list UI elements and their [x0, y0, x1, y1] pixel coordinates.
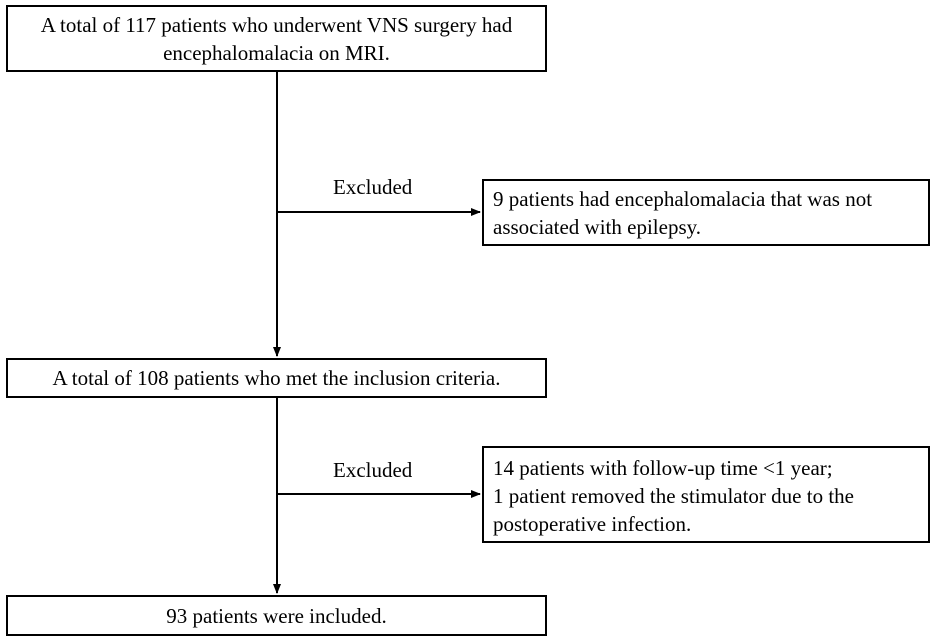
step2-line-1: A total of 108 patients who met the incl…	[52, 366, 501, 390]
exclusion2-label: Excluded	[333, 458, 413, 482]
step1-line-2: encephalomalacia on MRI.	[163, 41, 390, 65]
step2-box: A total of 108 patients who met the incl…	[6, 358, 547, 398]
exclusion1-box: 9 patients had encephalomalacia that was…	[482, 179, 930, 246]
exclusion2-line-3: postoperative infection.	[493, 512, 692, 536]
exclusion2-line-1: 14 patients with follow-up time <1 year;	[493, 456, 833, 480]
step1-line-1: A total of 117 patients who underwent VN…	[40, 13, 513, 37]
exclusion1-label: Excluded	[333, 175, 413, 199]
step1-box: A total of 117 patients who underwent VN…	[6, 5, 547, 72]
exclusion1-line-1: 9 patients had encephalomalacia that was…	[493, 187, 873, 211]
step3-box: 93 patients were included.	[6, 595, 547, 636]
exclusion2-box: 14 patients with follow-up time <1 year;…	[482, 446, 930, 543]
exclusion1-line-2: associated with epilepsy.	[493, 215, 702, 239]
step3-line-1: 93 patients were included.	[166, 604, 387, 628]
exclusion2-line-2: 1 patient removed the stimulator due to …	[493, 484, 854, 508]
